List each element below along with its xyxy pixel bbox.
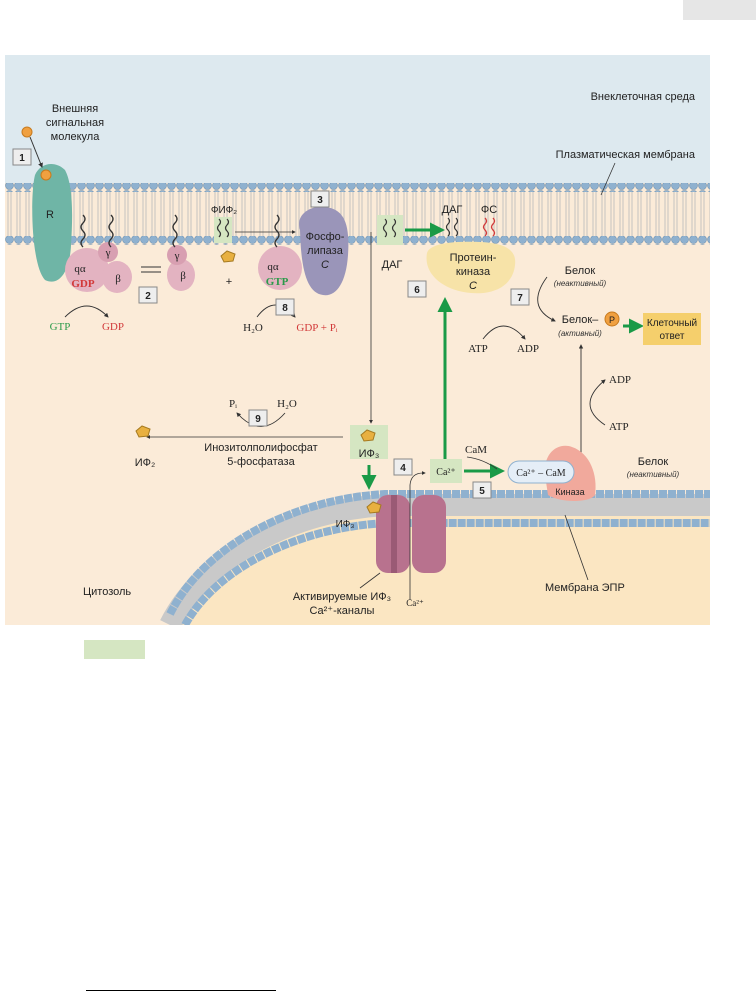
step-2: 2	[145, 291, 151, 302]
ca-cam-label: Ca²⁺ – CaM	[516, 468, 565, 479]
pip2-label: ФИФ₂	[211, 205, 237, 216]
plasma-membrane-label: Плазматическая мембрана	[556, 149, 696, 161]
kinase-label: Киназа	[555, 487, 584, 497]
signal-molecule-label-2: сигнальная	[46, 117, 104, 129]
g-alpha-active	[258, 214, 302, 290]
ca-cam-complex	[507, 460, 575, 484]
extracellular-area	[5, 55, 710, 183]
ip3-icon	[360, 429, 376, 442]
er-membrane-core	[160, 494, 710, 631]
pkc-label-2: киназа	[456, 266, 491, 278]
gamma-label: γ	[105, 247, 111, 259]
gdp-pi-label: GDP + Pᵢ	[296, 322, 337, 334]
cytosol-label: Цитозоль	[83, 586, 131, 598]
ip3-channel-label: ИФ₃	[336, 519, 355, 530]
cell-response-label-1: Клеточный	[647, 318, 697, 329]
ip3-ca-channel	[376, 495, 446, 573]
h2o-2-label: H₂O	[277, 398, 297, 410]
beta-label-2: β	[180, 270, 186, 282]
signal-molecule-label-3: молекула	[51, 131, 101, 143]
beta-label: β	[115, 273, 121, 285]
er-membrane-outer-heads	[166, 490, 710, 616]
protein-inactive-2-label: Белок	[638, 456, 669, 468]
step-4: 4	[400, 463, 406, 474]
q-alpha-label-2: qα	[267, 261, 279, 273]
protein-inactive-label: Белок	[565, 265, 596, 277]
cell-response-label-2: ответ	[660, 331, 685, 342]
h2o-label: H₂O	[243, 322, 263, 334]
extracellular-label: Внеклеточная среда	[591, 91, 696, 103]
phosphate-icon	[604, 311, 620, 327]
phosphate-label: P	[609, 315, 615, 325]
plasma-membrane	[5, 183, 710, 245]
adp-2-label: ADP	[609, 374, 631, 386]
ip2-icon	[135, 425, 151, 438]
ip3-label: ИФ₃	[359, 448, 380, 460]
dag-label: ДАГ	[382, 259, 403, 271]
protein-active-note: (активный)	[558, 329, 602, 338]
pi-label: Pᵢ	[229, 398, 237, 410]
green-highlight-swatch	[84, 640, 145, 659]
protein-kinase-c	[426, 241, 516, 294]
bound-signal-molecule-icon	[40, 169, 52, 181]
step-5: 5	[479, 486, 485, 497]
phosphatase-label-2: 5-фосфатаза	[227, 456, 295, 468]
cam-label: CaM	[465, 444, 487, 456]
receptor-label: R	[46, 209, 54, 221]
step-9: 9	[255, 414, 261, 425]
phosphatase-label-1: Инозитолполифосфат	[204, 442, 317, 454]
step-7: 7	[517, 293, 523, 304]
signal-molecule-icon	[21, 126, 33, 138]
ip3-bound-icon	[366, 501, 382, 514]
plc-label-3: C	[321, 259, 329, 271]
beta-gamma-dimer	[167, 214, 195, 291]
protein-inactive-2-note: (неактивный)	[627, 470, 680, 479]
gtp-in-label: GTP	[50, 321, 71, 333]
signaling-diagram: R Внешняя сигнальная молекула Внеклеточн…	[5, 55, 710, 631]
inositol-ring-icon	[220, 250, 236, 263]
header-tab-marker	[683, 0, 756, 20]
dag-highlight	[377, 215, 403, 245]
g-protein-inactive	[65, 214, 132, 293]
dag-top-label: ДАГ	[442, 204, 463, 216]
protein-inactive-note: (неактивный)	[554, 279, 607, 288]
adp-1-label: ADP	[517, 343, 539, 355]
pip2-highlight	[214, 217, 232, 243]
q-alpha-label: qα	[74, 263, 86, 275]
plc-label-1: Фосфо-	[306, 231, 345, 243]
ca-bottom-label: Ca²⁺	[406, 598, 424, 608]
gamma-label-2: γ	[174, 250, 180, 262]
gdp-bound-label: GDP	[71, 278, 95, 290]
ca-highlight	[430, 459, 462, 483]
gtp-bound-label: GTP	[266, 276, 289, 288]
step-1: 1	[19, 153, 25, 164]
signal-molecule-label-1: Внешняя	[52, 103, 98, 115]
step-8: 8	[282, 303, 288, 314]
gdp-out-label: GDP	[102, 321, 124, 333]
plus-label: +	[226, 276, 232, 288]
ps-label: ФС	[481, 204, 497, 216]
channels-label-2: Ca²⁺-каналы	[310, 605, 375, 617]
cell-response-box	[643, 313, 701, 345]
ca-label: Ca²⁺	[436, 467, 455, 478]
phospholipase-c	[299, 206, 349, 296]
plc-label-2: липаза	[307, 245, 344, 257]
er-membrane-label: Мембрана ЭПР	[545, 582, 625, 594]
pkc-label-1: Протеин-	[450, 252, 497, 264]
pkc-label-3: C	[469, 280, 477, 292]
channels-label-1: Активируемые ИФ₃	[293, 591, 391, 603]
atp-2-label: ATP	[609, 421, 629, 433]
receptor	[32, 163, 73, 282]
step-3: 3	[317, 195, 323, 206]
er-membrane-inner-heads	[181, 519, 710, 627]
step-6: 6	[414, 285, 420, 296]
atp-1-label: ATP	[468, 343, 488, 355]
ip2-label: ИФ₂	[135, 457, 156, 469]
protein-phospho-label: Белок–	[562, 314, 599, 326]
